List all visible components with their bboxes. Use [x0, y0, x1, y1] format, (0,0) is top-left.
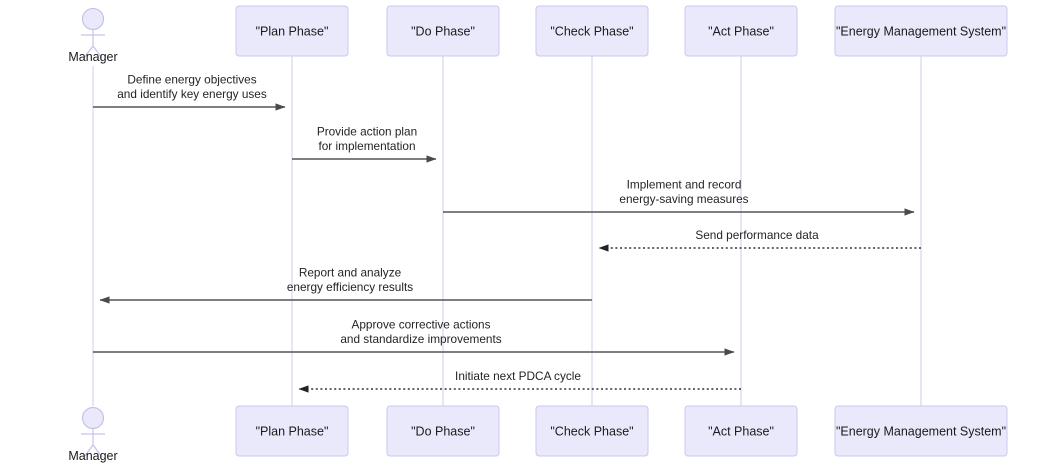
actor-manager-footer[interactable]: Manager: [68, 406, 118, 463]
participant-box[interactable]: [684, 5, 798, 57]
participant-act-header[interactable]: "Act Phase": [684, 5, 798, 57]
participant-label-ems: "Energy Management System": [836, 424, 1006, 438]
participant-label-act: "Act Phase": [708, 424, 774, 438]
participant-label-do: "Do Phase": [411, 24, 475, 38]
participant-label-do: "Do Phase": [411, 424, 475, 438]
message-label-4-line-1: Send performance data: [695, 228, 819, 242]
participant-box[interactable]: [386, 405, 500, 457]
actor-body-icon: [81, 428, 105, 458]
participant-box[interactable]: [834, 5, 1008, 57]
actor-body-icon: [81, 29, 105, 59]
participant-box[interactable]: [535, 405, 649, 457]
participant-plan-footer[interactable]: "Plan Phase": [235, 405, 349, 457]
participant-box[interactable]: [235, 405, 349, 457]
participant-check-footer[interactable]: "Check Phase": [535, 405, 649, 457]
participant-act-footer[interactable]: "Act Phase": [684, 405, 798, 457]
actor-stickman-icon: [81, 7, 105, 31]
message-label-5-line-2: energy efficiency results: [287, 280, 413, 294]
participant-box[interactable]: [386, 5, 500, 57]
participant-do-footer[interactable]: "Do Phase": [386, 405, 500, 457]
message-label-7-line-1: Initiate next PDCA cycle: [455, 369, 581, 383]
participant-footer-layer: Manager "Plan Phase" "Do Phase" "Check Phas…: [68, 405, 1008, 463]
participant-box[interactable]: [684, 405, 798, 457]
participant-label-plan: "Plan Phase": [256, 24, 329, 38]
participant-box[interactable]: [834, 405, 1008, 457]
lifelines-layer: [92, 56, 922, 406]
participant-box[interactable]: [535, 5, 649, 57]
participant-label-act: "Act Phase": [708, 24, 774, 38]
participant-label-check: "Check Phase": [550, 424, 633, 438]
actor-stickman-icon: [81, 406, 105, 430]
participant-label-plan: "Plan Phase": [256, 424, 329, 438]
participant-do-header[interactable]: "Do Phase": [386, 5, 500, 57]
participant-label-ems: "Energy Management System": [836, 24, 1006, 38]
message-label-6-line-1: Approve corrective actions: [351, 318, 490, 332]
message-label-1-line-2: and identify key energy uses: [117, 87, 267, 101]
participant-box[interactable]: [235, 5, 349, 57]
actor-manager-header[interactable]: Manager: [68, 7, 118, 65]
participant-plan-header[interactable]: "Plan Phase": [235, 5, 349, 57]
participant-header-layer: Manager "Plan Phase" "Do Phase" "Check Phas…: [68, 5, 1008, 65]
message-label-3-line-1: Implement and record: [627, 178, 742, 192]
actor-label-manager: Manager: [68, 50, 117, 64]
participant-check-header[interactable]: "Check Phase": [535, 5, 649, 57]
message-7-act-to-plan[interactable]: Initiate next PDCA cycle: [298, 369, 741, 393]
message-label-6-line-2: and standardize improvements: [340, 332, 501, 346]
message-label-2-line-2: for implementation: [318, 139, 415, 153]
participant-ems-footer[interactable]: "Energy Management System": [834, 405, 1008, 457]
actor-label-manager: Manager: [68, 449, 117, 463]
message-label-1-line-1: Define energy objectives: [127, 73, 256, 87]
participant-ems-header[interactable]: "Energy Management System": [834, 5, 1008, 57]
message-label-5-line-1: Report and analyze: [299, 266, 402, 280]
participant-label-check: "Check Phase": [550, 24, 633, 38]
message-4-ems-to-check[interactable]: Send performance data: [598, 228, 921, 252]
message-label-2-line-1: Provide action plan: [317, 125, 417, 139]
message-label-3-line-2: energy-saving measures: [619, 192, 748, 206]
